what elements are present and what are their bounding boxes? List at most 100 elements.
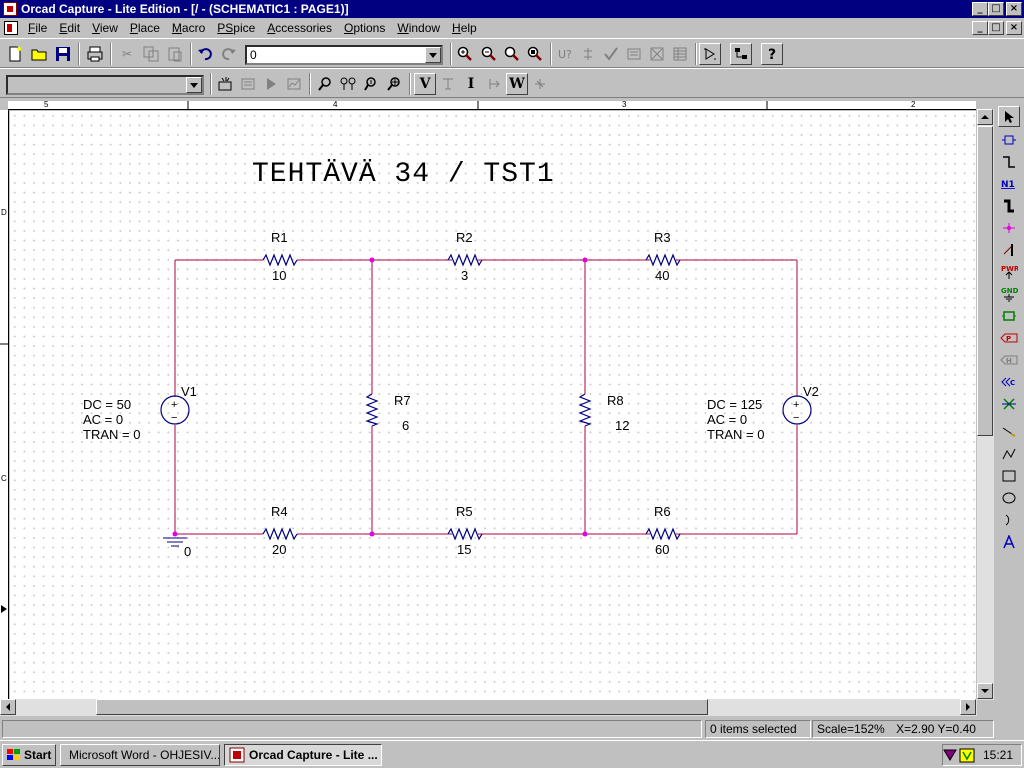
copy-icon[interactable] xyxy=(140,43,162,65)
resistor-r2[interactable]: R23 xyxy=(447,230,483,283)
undo-icon[interactable] xyxy=(194,43,216,65)
run-icon[interactable] xyxy=(260,73,282,95)
enable-bias-voltage-button[interactable]: V xyxy=(414,73,436,95)
resistor-symbol[interactable] xyxy=(447,527,483,541)
zoom-in-icon[interactable] xyxy=(454,43,476,65)
taskbar-item-orcad[interactable]: Orcad Capture - Lite ... xyxy=(224,744,382,766)
snap-to-grid-icon[interactable] xyxy=(699,43,721,65)
show-current-icon[interactable] xyxy=(483,73,505,95)
taskbar-item-word[interactable]: W Microsoft Word - OHJESIV... xyxy=(60,744,220,766)
new-icon[interactable] xyxy=(4,43,26,65)
redo-icon[interactable] xyxy=(218,43,240,65)
zoom-all-icon[interactable] xyxy=(524,43,546,65)
place-polyline-icon[interactable] xyxy=(998,443,1020,464)
cross-reference-icon[interactable] xyxy=(646,43,668,65)
chevron-down-icon[interactable] xyxy=(425,47,441,63)
minimize-button[interactable]: _ xyxy=(972,2,988,16)
doc-minimize-button[interactable]: _ xyxy=(972,21,988,35)
scroll-down-button[interactable] xyxy=(977,683,993,699)
place-rectangle-icon[interactable] xyxy=(998,465,1020,486)
scroll-right-button[interactable] xyxy=(960,699,976,715)
resistor-r7[interactable]: R76 xyxy=(365,393,411,433)
place-ellipse-icon[interactable] xyxy=(998,487,1020,508)
orcad-app-icon[interactable] xyxy=(3,2,17,16)
simulation-profile-combo[interactable] xyxy=(6,75,204,95)
resistor-symbol[interactable] xyxy=(262,253,298,267)
menu-place[interactable]: Place xyxy=(129,21,160,35)
title-bar[interactable]: Orcad Capture - Lite Edition - [/ - (SCH… xyxy=(0,0,1024,18)
current-marker-icon[interactable] xyxy=(360,73,382,95)
ground-symbol[interactable]: 0 xyxy=(163,537,191,559)
voltage-marker-icon[interactable] xyxy=(314,73,336,95)
scroll-left-button[interactable] xyxy=(0,699,16,715)
vertical-scroll-thumb[interactable] xyxy=(977,126,993,436)
source-symbol[interactable] xyxy=(782,395,812,425)
resistor-symbol[interactable] xyxy=(447,253,483,267)
place-part-icon[interactable] xyxy=(998,129,1020,150)
view-simulation-results-icon[interactable] xyxy=(283,73,305,95)
place-bus-entry-icon[interactable] xyxy=(998,239,1020,260)
select-arrow-icon[interactable] xyxy=(998,106,1020,127)
show-voltage-icon[interactable] xyxy=(437,73,459,95)
place-no-connect-icon[interactable] xyxy=(998,393,1020,414)
close-button[interactable]: × xyxy=(1006,2,1022,16)
back-annotate-icon[interactable] xyxy=(577,43,599,65)
resistor-symbol[interactable] xyxy=(365,393,379,427)
place-power-icon[interactable]: PWR xyxy=(998,261,1020,282)
cut-icon[interactable]: ✂ xyxy=(121,47,133,61)
place-junction-icon[interactable] xyxy=(998,217,1020,238)
place-ground-icon[interactable]: GND xyxy=(998,283,1020,304)
drc-icon[interactable] xyxy=(600,43,622,65)
horizontal-scrollbar[interactable] xyxy=(0,699,977,716)
doc-restore-button[interactable]: □ xyxy=(988,21,1004,35)
place-off-page-connector-icon[interactable]: C xyxy=(998,371,1020,392)
maximize-button[interactable]: □ xyxy=(988,2,1004,16)
menu-edit[interactable]: Edit xyxy=(59,21,81,35)
vertical-scrollbar[interactable] xyxy=(977,109,994,700)
place-wire-icon[interactable] xyxy=(998,151,1020,172)
menu-accessories[interactable]: Accessories xyxy=(267,21,332,35)
resistor-symbol[interactable] xyxy=(578,393,592,427)
chevron-down-icon[interactable] xyxy=(186,77,202,93)
netlist-icon[interactable] xyxy=(623,43,645,65)
place-line-icon[interactable] xyxy=(998,421,1020,442)
menu-file[interactable]: File xyxy=(28,21,48,35)
menu-help[interactable]: Help xyxy=(452,21,477,35)
place-text-icon[interactable] xyxy=(998,531,1020,552)
tray-icons[interactable] xyxy=(943,747,977,763)
start-button[interactable]: Start xyxy=(2,744,56,766)
menu-options[interactable]: Options xyxy=(343,21,386,35)
document-icon[interactable] xyxy=(4,21,18,35)
new-simulation-profile-icon[interactable] xyxy=(214,73,236,95)
doc-close-button[interactable]: × xyxy=(1006,21,1022,35)
enable-bias-power-button[interactable]: W xyxy=(506,73,528,95)
resistor-symbol[interactable] xyxy=(262,527,298,541)
place-pin-icon[interactable]: H xyxy=(998,349,1020,370)
zoom-out-icon[interactable] xyxy=(478,43,500,65)
zoom-area-icon[interactable] xyxy=(501,43,523,65)
place-arc-icon[interactable] xyxy=(998,509,1020,530)
place-port-icon[interactable]: P xyxy=(998,327,1020,348)
menu-macro[interactable]: Macro xyxy=(171,21,206,35)
open-folder-icon[interactable] xyxy=(28,43,50,65)
horizontal-scroll-thumb[interactable] xyxy=(96,699,708,715)
resistor-symbol[interactable] xyxy=(645,527,681,541)
paste-icon[interactable] xyxy=(164,43,186,65)
part-combo[interactable]: 0 xyxy=(245,45,443,65)
menu-pspice[interactable]: PSpice xyxy=(217,21,256,35)
resistor-symbol[interactable] xyxy=(645,253,681,267)
print-icon[interactable] xyxy=(84,43,106,65)
help-icon[interactable]: ? xyxy=(761,43,783,65)
enable-bias-current-button[interactable]: I xyxy=(467,76,475,92)
source-symbol[interactable] xyxy=(160,395,190,425)
project-manager-icon[interactable] xyxy=(730,43,752,65)
